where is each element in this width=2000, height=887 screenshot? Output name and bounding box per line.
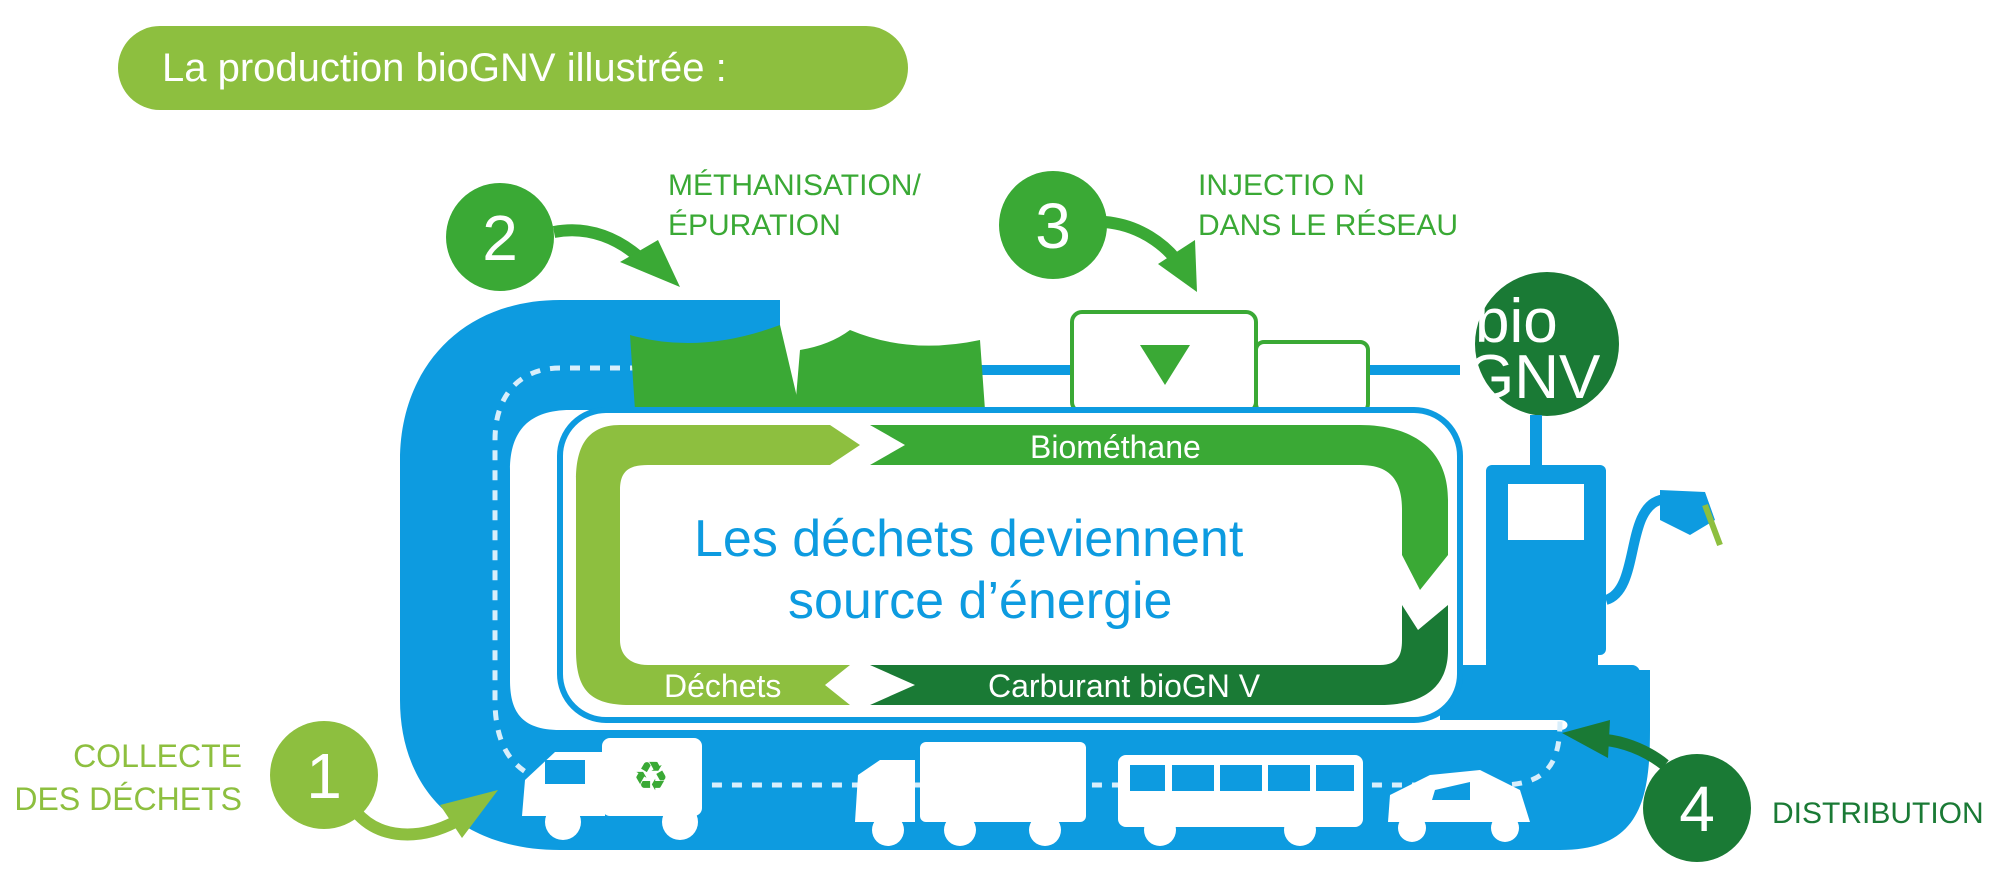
arrow-icon xyxy=(1158,240,1197,292)
badge-line1: bio xyxy=(1475,287,1558,356)
title-banner: La production bioGNV illustrée : xyxy=(118,26,908,110)
cycle-arrow-left xyxy=(576,425,860,705)
svg-text:♻: ♻ xyxy=(633,755,669,799)
step-1-label-line1: COLLECTE xyxy=(73,738,242,774)
cycle-arrow-bottom xyxy=(870,605,1448,705)
step-1: 1 COLLECTE DES DÉCHETS xyxy=(14,721,498,841)
step-2-label-line2: ÉPURATION xyxy=(668,209,841,242)
step-4: 4 DISTRIBUTION xyxy=(1562,720,1984,862)
step-2: 2 MÉTHANISATION/ ÉPURATION xyxy=(446,169,921,291)
dashed-route xyxy=(492,365,1563,788)
lorry-icon xyxy=(855,742,1086,846)
step-3-number: 3 xyxy=(1035,190,1071,262)
center-text-line1: Les déchets deviennent xyxy=(694,510,1244,568)
cycle-arrows xyxy=(576,425,1448,705)
arrow-icon xyxy=(440,790,498,838)
step-2-label-line1: MÉTHANISATION/ xyxy=(668,169,921,202)
step-3-label-line2: DANS LE RÉSEAU xyxy=(1198,209,1458,242)
arrow-label-dechets: Déchets xyxy=(664,668,781,704)
injection-station-icon xyxy=(1070,310,1370,414)
arrow-label-carburant: Carburant bioGN V xyxy=(988,668,1261,704)
step-2-number: 2 xyxy=(482,202,518,274)
step-3: 3 INJECTIO N DANS LE RÉSEAU xyxy=(999,169,1458,292)
bus-icon xyxy=(1118,755,1363,846)
page-title: La production bioGNV illustrée : xyxy=(162,46,727,90)
digester-icon xyxy=(630,325,985,410)
cycle-arrow-top xyxy=(870,425,1448,590)
step-1-number: 1 xyxy=(306,740,342,812)
truck-recycling-icon: ♻ xyxy=(522,738,702,840)
biognv-badge: bio GNV xyxy=(1466,272,1619,416)
step-3-label-line1: INJECTIO N xyxy=(1198,169,1365,202)
car-icon xyxy=(1388,770,1530,842)
arrow-icon xyxy=(620,240,680,287)
step-4-label: DISTRIBUTION xyxy=(1772,797,1984,830)
step-1-label-line2: DES DÉCHETS xyxy=(14,781,242,817)
badge-line2: GNV xyxy=(1466,343,1601,412)
fuel-pump-icon xyxy=(1486,415,1723,668)
arrow-icon xyxy=(1562,720,1610,758)
step-4-number: 4 xyxy=(1679,773,1715,845)
cycle-container xyxy=(557,407,1463,723)
arrow-label-biomethane: Biométhane xyxy=(1030,429,1201,465)
center-text-line2: source d’énergie xyxy=(788,572,1172,630)
